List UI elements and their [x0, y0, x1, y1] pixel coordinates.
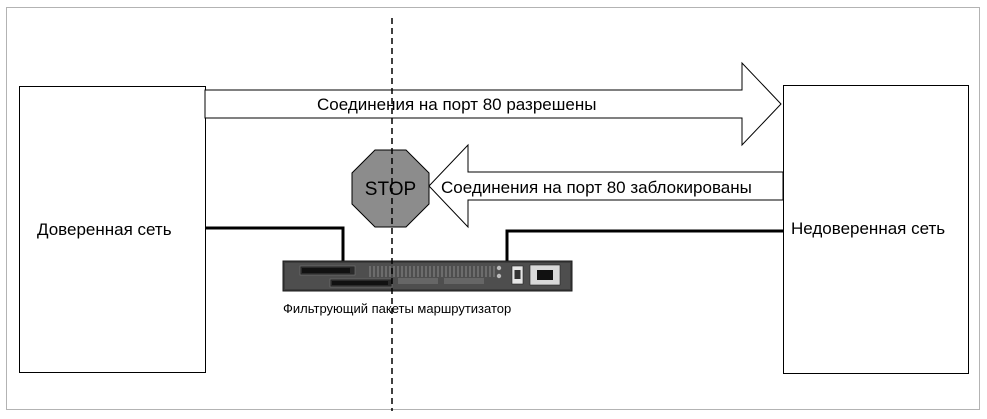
router-caption: Фильтрующий пакеты маршрутизатор	[283, 301, 511, 316]
allowed-connections-label: Соединения на порт 80 разрешены	[317, 95, 596, 114]
untrusted-network-box	[783, 85, 969, 374]
trusted-network-label: Доверенная сеть	[37, 220, 172, 239]
trusted-network-box	[19, 86, 206, 373]
untrusted-network-cable	[505, 229, 783, 262]
stop-sign-icon	[351, 149, 430, 228]
untrusted-network-label: Недоверенная сеть	[791, 219, 945, 238]
blocked-connections-label: Соединения на порт 80 заблокированы	[441, 178, 752, 197]
router-device	[282, 260, 573, 292]
trusted-network-cable	[205, 226, 345, 262]
stop-sign-label: STOP	[365, 179, 416, 200]
allowed-connections-arrow	[204, 61, 782, 147]
blocked-connections-arrow	[428, 143, 784, 229]
outer-frame	[6, 7, 980, 410]
